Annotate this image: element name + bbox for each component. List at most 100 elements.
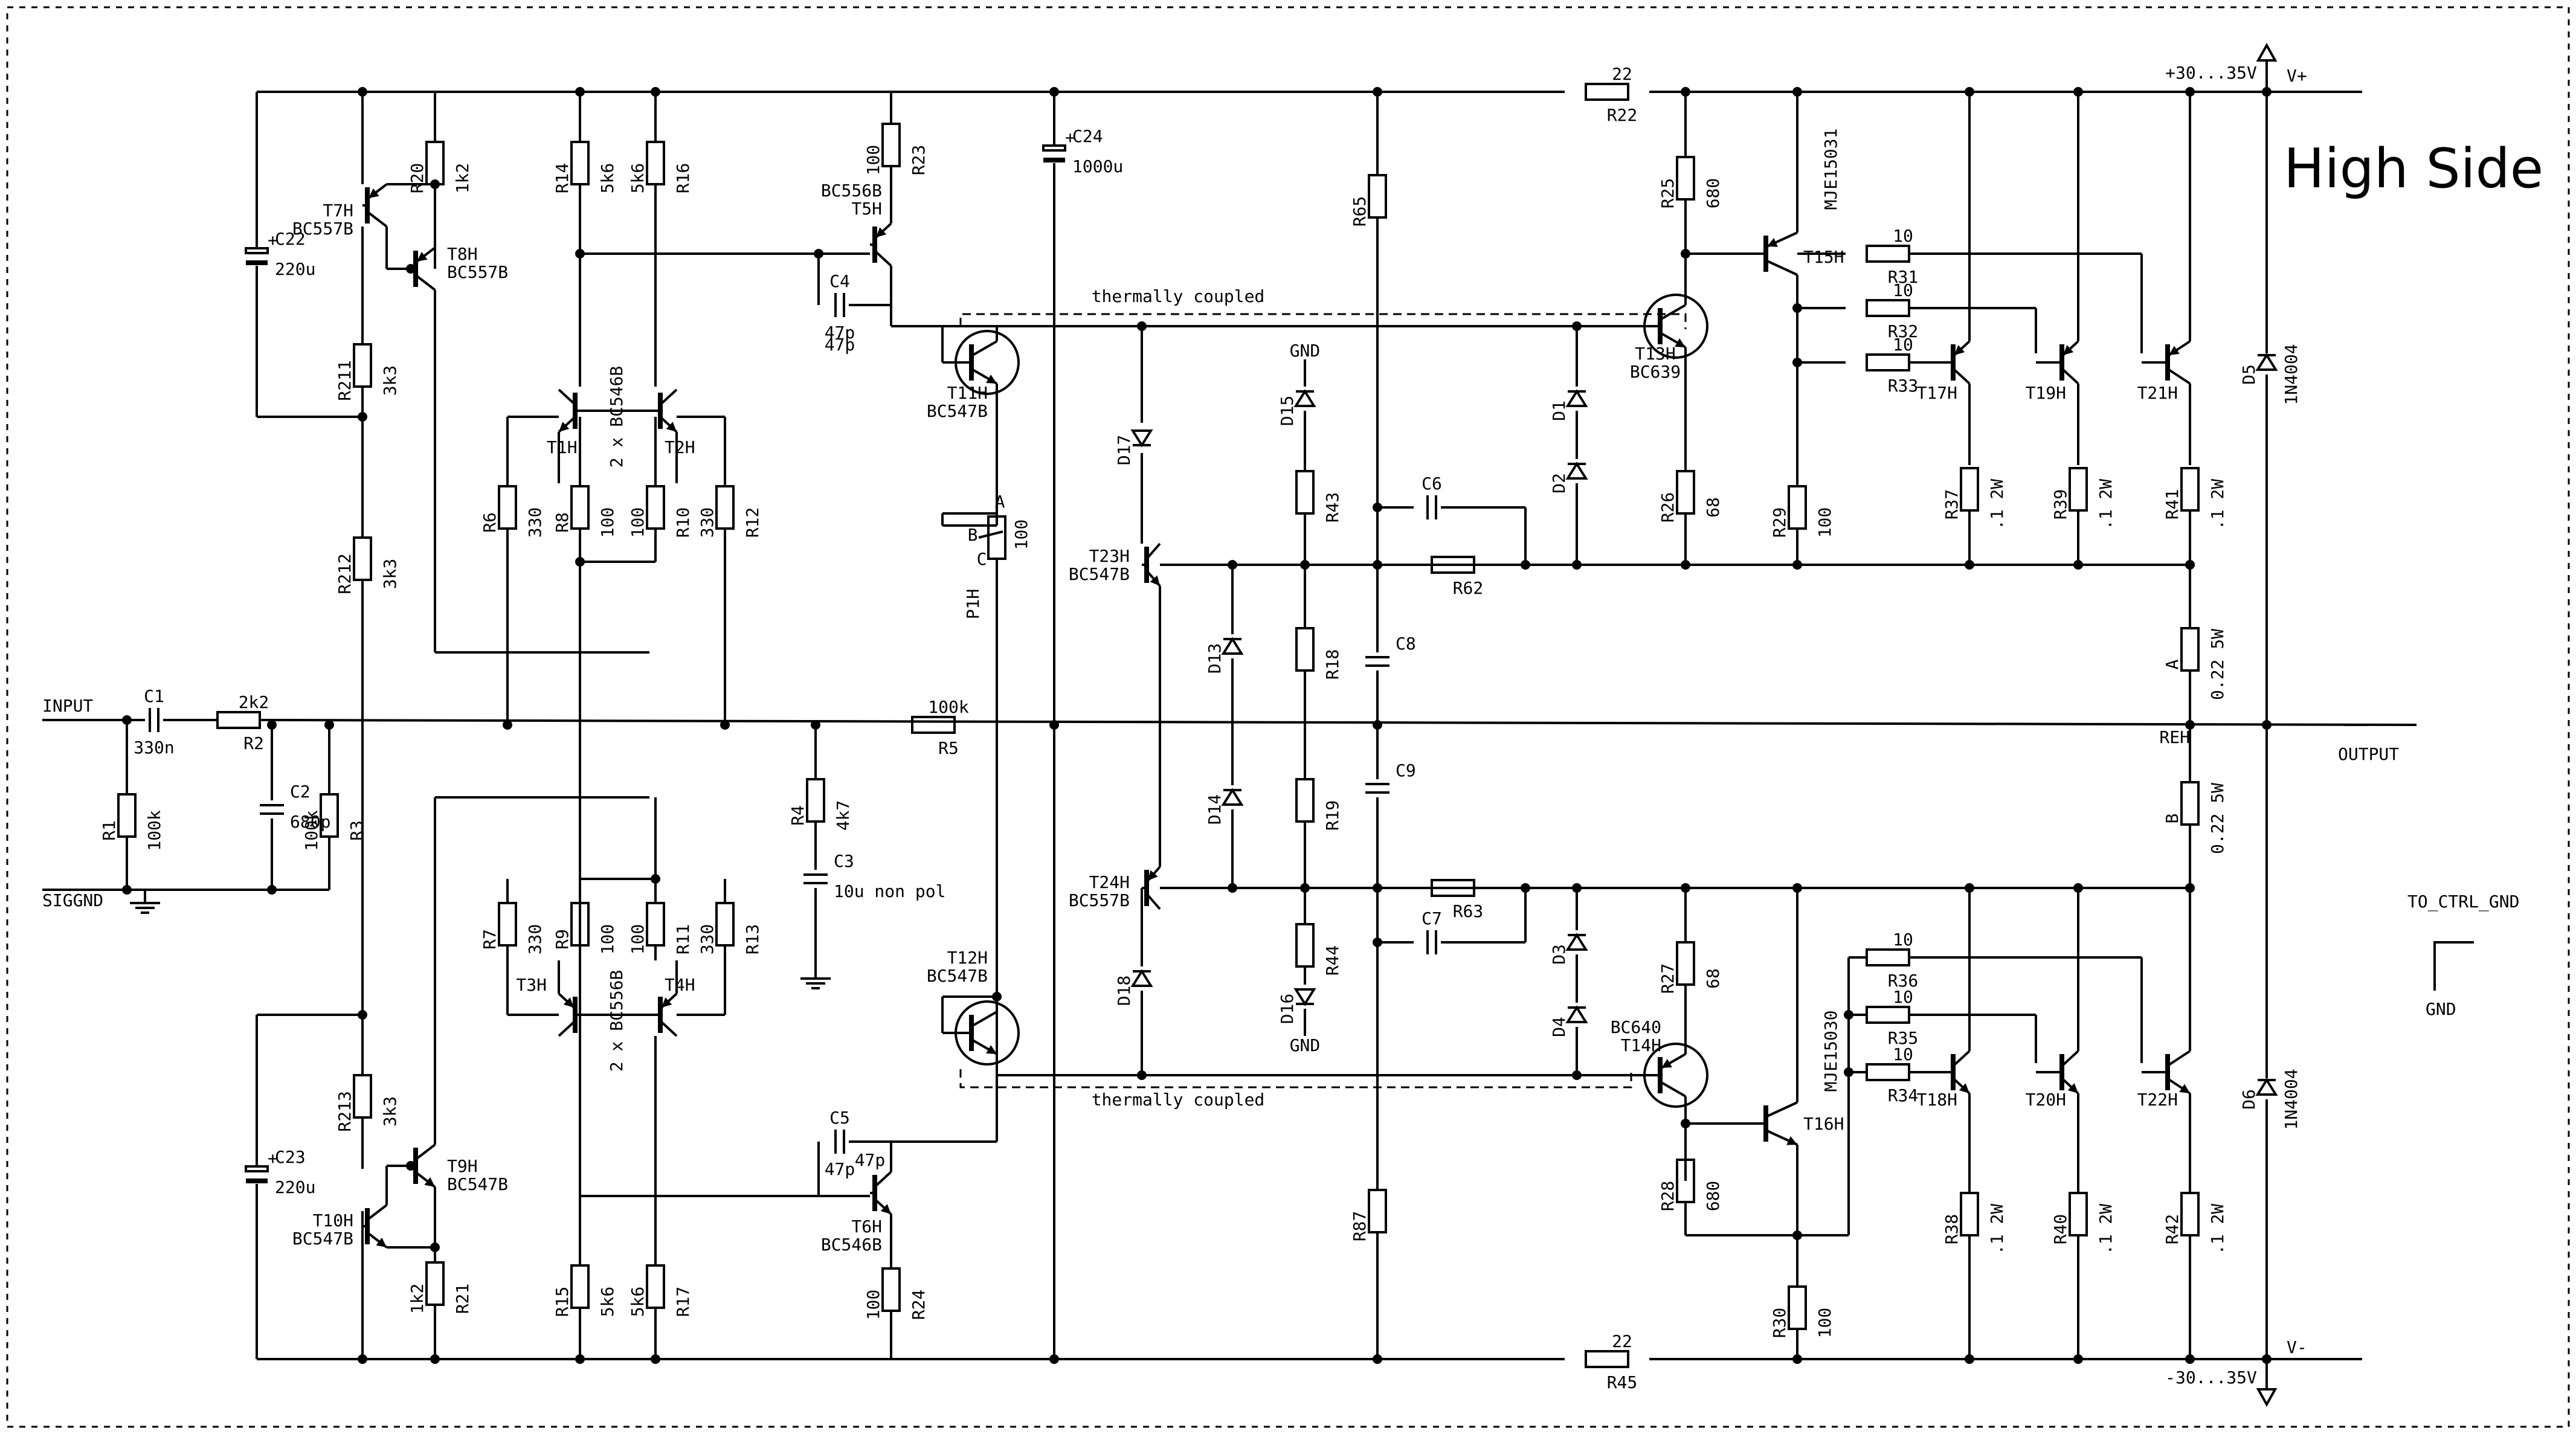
junction-dot bbox=[1965, 883, 1974, 893]
transistor-ref: T23H bbox=[1089, 546, 1130, 566]
junction-dot bbox=[651, 87, 660, 97]
resistor-r42 bbox=[2180, 1192, 2200, 1236]
resistor-ref: R36 bbox=[1888, 971, 1919, 991]
transistor-leads bbox=[1766, 1101, 1798, 1146]
input-net-label: INPUT bbox=[42, 696, 93, 716]
capacitor-c22: + bbox=[245, 230, 278, 265]
diode-triangle bbox=[1293, 389, 1316, 407]
ground-lines bbox=[800, 977, 831, 989]
resistor-body bbox=[353, 536, 372, 581]
resistor-body bbox=[1295, 923, 1315, 968]
transistor-ref: T11H bbox=[947, 383, 988, 403]
ground-lines bbox=[130, 902, 160, 914]
pair-label-bottom: 2 x BC556B bbox=[607, 970, 626, 1072]
junction-dot bbox=[2185, 87, 2195, 97]
diode-triangle bbox=[1130, 429, 1153, 448]
wires bbox=[66, 60, 2459, 1389]
gnd-net-label: GND bbox=[1290, 341, 1321, 361]
resistor-r19 bbox=[1295, 778, 1315, 823]
capacitor-plates bbox=[1426, 495, 1437, 519]
resistor-r16 bbox=[646, 141, 665, 185]
resistor-ref: R212 bbox=[335, 553, 355, 594]
transistor-t22h bbox=[2163, 1050, 2191, 1095]
resistor-r65 bbox=[1368, 174, 1387, 219]
transistor-arrow bbox=[986, 375, 997, 384]
resistor-r32 bbox=[1866, 299, 1910, 317]
diode-d15 bbox=[1293, 389, 1316, 407]
junction-dot bbox=[1792, 883, 1802, 893]
thermal-label-top: thermally coupled bbox=[1092, 286, 1265, 306]
transistor-arrow bbox=[1148, 870, 1158, 881]
transistor-case bbox=[1643, 294, 1708, 359]
resistor-r22 bbox=[1585, 83, 1629, 101]
diode-part: 1N4004 bbox=[2281, 1069, 2301, 1130]
transistor-t7h bbox=[362, 183, 388, 228]
transistor-ref: T10H bbox=[313, 1211, 353, 1230]
transistor-ref: T4H bbox=[665, 975, 695, 995]
resistor-value: 3k3 bbox=[380, 1096, 400, 1127]
capacitor-ref: C9 bbox=[1396, 760, 1416, 780]
transistor-bar bbox=[1658, 1057, 1663, 1093]
resistor-value: .1 2W bbox=[2207, 1204, 2227, 1255]
resistor-ref: R34 bbox=[1888, 1085, 1919, 1105]
resistor-r38 bbox=[1960, 1192, 1979, 1236]
resistor-r24 bbox=[881, 1267, 901, 1312]
transistor-t15h bbox=[1761, 231, 1798, 276]
resistor-ref: R37 bbox=[1942, 489, 1962, 520]
resistor-ref: R16 bbox=[673, 163, 693, 194]
pair-label-top: 2 x BC546B bbox=[607, 366, 626, 468]
capacitor-value: 1000u bbox=[1072, 156, 1123, 176]
resistor-body bbox=[353, 1074, 372, 1119]
rail-arrow-up-icon bbox=[2256, 42, 2278, 62]
transistor-arrow bbox=[986, 1045, 997, 1054]
transistor-ref: T9H bbox=[447, 1156, 478, 1176]
resistor-r62 bbox=[1431, 556, 1475, 574]
resistor-ref: R65 bbox=[1350, 196, 1370, 227]
transistor-part: BC640 bbox=[1611, 1017, 1661, 1037]
transistor-t8h bbox=[411, 246, 436, 291]
resistor-ref: R24 bbox=[909, 1290, 929, 1320]
junction-dot bbox=[1792, 560, 1802, 570]
resistor-ref: R28 bbox=[1658, 1181, 1678, 1212]
diode-part: 1N4004 bbox=[2281, 344, 2301, 405]
resistor-body bbox=[353, 343, 372, 388]
junction-dot bbox=[358, 87, 367, 97]
transistor-bar bbox=[969, 1015, 974, 1051]
capacitor-plate bbox=[246, 1178, 268, 1183]
resistor-body bbox=[646, 485, 665, 530]
transistor-part: BC557B bbox=[292, 219, 353, 239]
transistor-bar bbox=[413, 1148, 418, 1184]
capacitor-value: 220u bbox=[275, 1177, 315, 1197]
diode-ref: D14 bbox=[1205, 794, 1225, 825]
resistor-body bbox=[570, 902, 590, 947]
resistor-r9 bbox=[570, 902, 590, 947]
thermal-coupling-outline bbox=[959, 313, 1687, 329]
junction-dot bbox=[992, 992, 1002, 1002]
resistor-value: 10 bbox=[1893, 280, 1913, 300]
polarity-mark: + bbox=[268, 1148, 278, 1168]
resistor-body bbox=[2180, 781, 2200, 826]
junction-dot bbox=[2073, 1354, 2083, 1364]
transistor-arrow bbox=[563, 997, 574, 1008]
transistor-bar bbox=[365, 187, 370, 223]
resistor-ref: R2 bbox=[243, 733, 264, 753]
transistor-bar bbox=[658, 997, 663, 1033]
diode-ref: D18 bbox=[1114, 976, 1134, 1006]
junction-dot bbox=[1373, 560, 1382, 570]
transistor-part: BC556B bbox=[821, 181, 882, 201]
transistor-arrow bbox=[2169, 346, 2180, 355]
resistor-body bbox=[1960, 467, 1979, 512]
resistor-r10 bbox=[646, 485, 665, 530]
junction-dot bbox=[1844, 1067, 1853, 1077]
resistor-ref: R4 bbox=[788, 805, 808, 826]
transistor-arrow bbox=[559, 422, 570, 432]
resistor-ref: R25 bbox=[1658, 178, 1678, 209]
transistor-leads bbox=[367, 1204, 388, 1249]
transistor-t17h bbox=[1948, 340, 1971, 385]
negative-net-label: V- bbox=[2287, 1337, 2307, 1357]
resistor-r28 bbox=[1676, 1159, 1695, 1203]
to-ctrl-gnd-label: TO_CTRL_GND bbox=[2407, 892, 2519, 912]
resistor-body bbox=[2180, 1192, 2200, 1236]
transistor-part: BC547B bbox=[1069, 564, 1130, 584]
